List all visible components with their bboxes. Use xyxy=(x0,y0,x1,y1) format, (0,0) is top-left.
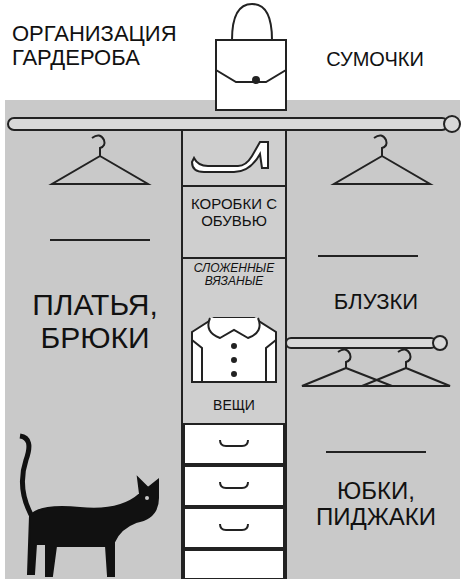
shelf-label: КОРОБКИ С ОБУВЬЮ xyxy=(184,196,284,229)
shelf-label: ВЕЩИ xyxy=(184,398,284,413)
section-label: ПЛАТЬЯ, БРЮКИ xyxy=(14,288,176,354)
bag-label: СУМОЧКИ xyxy=(300,48,450,70)
section-label: БЛУЗКИ xyxy=(296,290,456,314)
title: ОРГАНИЗАЦИЯ ГАРДЕРОБА xyxy=(12,22,208,70)
shelf-label: СЛОЖЕННЫЕ ВЯЗАНЫЕ xyxy=(184,262,284,288)
section-label: ЮБКИ, ПИДЖАКИ xyxy=(296,478,456,531)
